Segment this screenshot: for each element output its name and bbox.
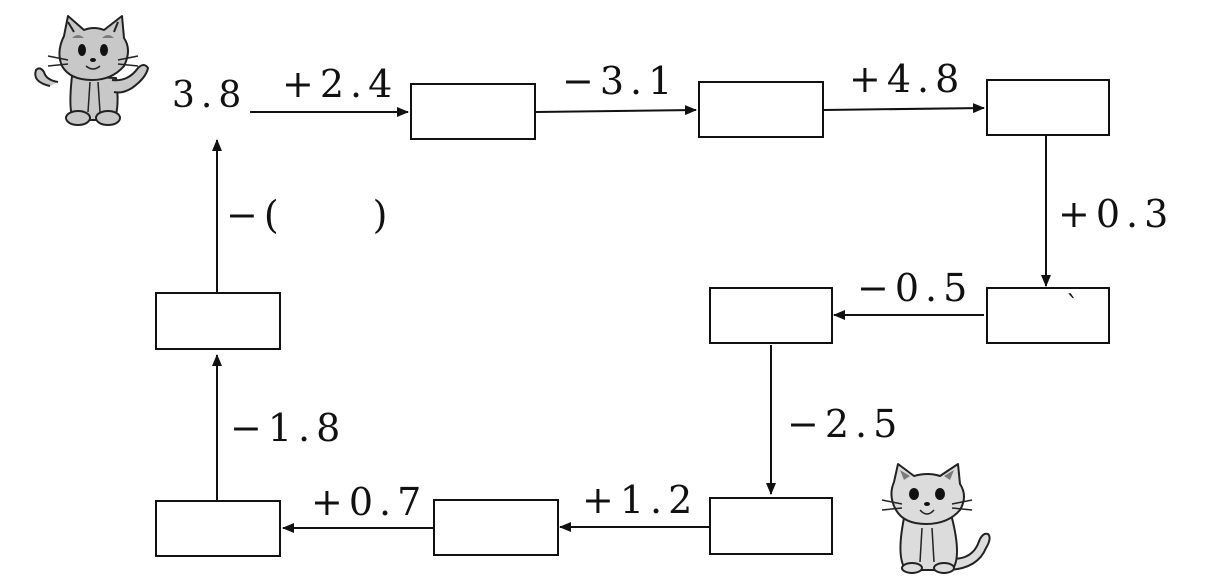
arrow-box2-to-box3 <box>823 103 985 114</box>
operation-label-10: −( ) <box>226 193 394 237</box>
operation-label-7: +1.2 <box>582 478 699 522</box>
answer-box-8[interactable] <box>155 500 281 557</box>
operation-label-9: −1.8 <box>230 406 347 450</box>
answer-box-7[interactable] <box>433 499 559 556</box>
answer-box-5[interactable] <box>709 287 833 344</box>
answer-box-3[interactable] <box>986 79 1110 136</box>
stray-mark: ` <box>1066 291 1079 321</box>
answer-box-9[interactable] <box>155 292 281 350</box>
operation-label-5: −0.5 <box>857 266 974 310</box>
cat-waving-icon <box>34 15 149 126</box>
answer-box-4[interactable] <box>986 287 1110 344</box>
operation-label-2: −3.1 <box>562 59 679 103</box>
operation-label-1: +2.4 <box>282 62 399 106</box>
operation-label-8: +0.7 <box>311 480 428 524</box>
answer-box-2[interactable] <box>698 81 824 138</box>
operation-label-3: +4.8 <box>849 57 966 101</box>
start-value: 3.8 <box>172 75 248 116</box>
operation-label-4: +0.3 <box>1058 192 1175 236</box>
answer-box-6[interactable] <box>709 497 833 555</box>
cat-sitting-icon <box>881 463 991 574</box>
answer-box-1[interactable] <box>410 83 536 140</box>
operation-label-6: −2.5 <box>787 402 904 446</box>
arrow-box1-to-box2 <box>535 105 697 116</box>
